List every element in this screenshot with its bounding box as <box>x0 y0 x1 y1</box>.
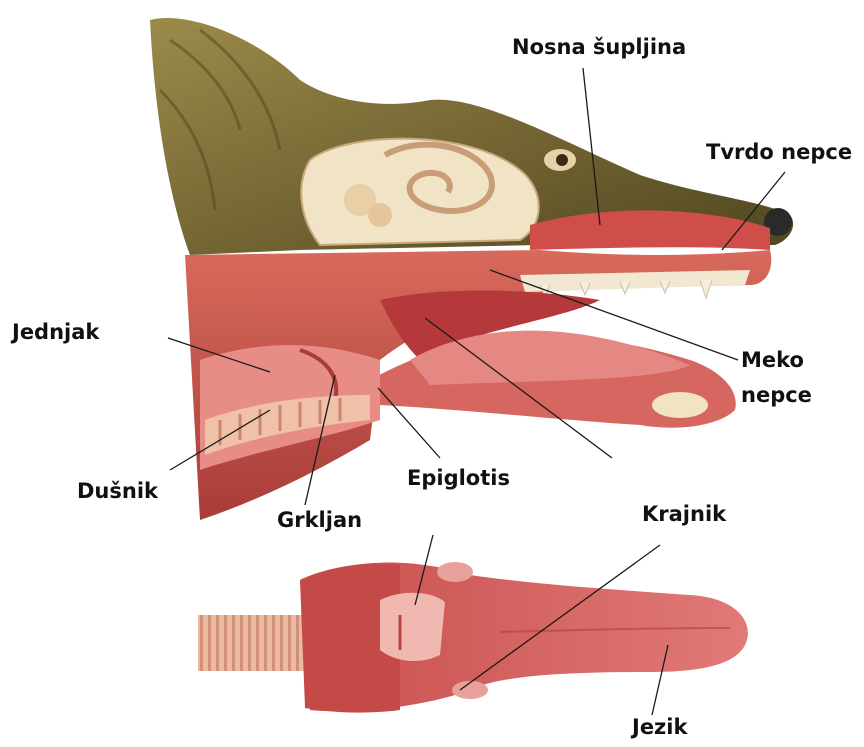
label-tongue: Jezik <box>632 715 687 739</box>
epiglottis-dorsal <box>380 593 445 661</box>
label-soft-palate-line1: Meko <box>741 348 804 372</box>
label-hard-palate: Tvrdo nepce <box>706 140 852 164</box>
label-trachea: Dušnik <box>77 479 158 503</box>
label-larynx: Grkljan <box>277 508 362 532</box>
trachea-tube <box>198 615 310 671</box>
tonsil-lower <box>452 681 488 699</box>
label-soft-palate-line2: nepce <box>741 383 812 407</box>
label-epiglottis: Epiglotis <box>407 466 510 490</box>
tonsil-upper <box>437 562 473 582</box>
label-nasal-cavity: Nosna šupljina <box>512 35 686 59</box>
label-tonsil: Krajnik <box>642 502 726 526</box>
label-esophagus: Jednjak <box>12 320 99 344</box>
